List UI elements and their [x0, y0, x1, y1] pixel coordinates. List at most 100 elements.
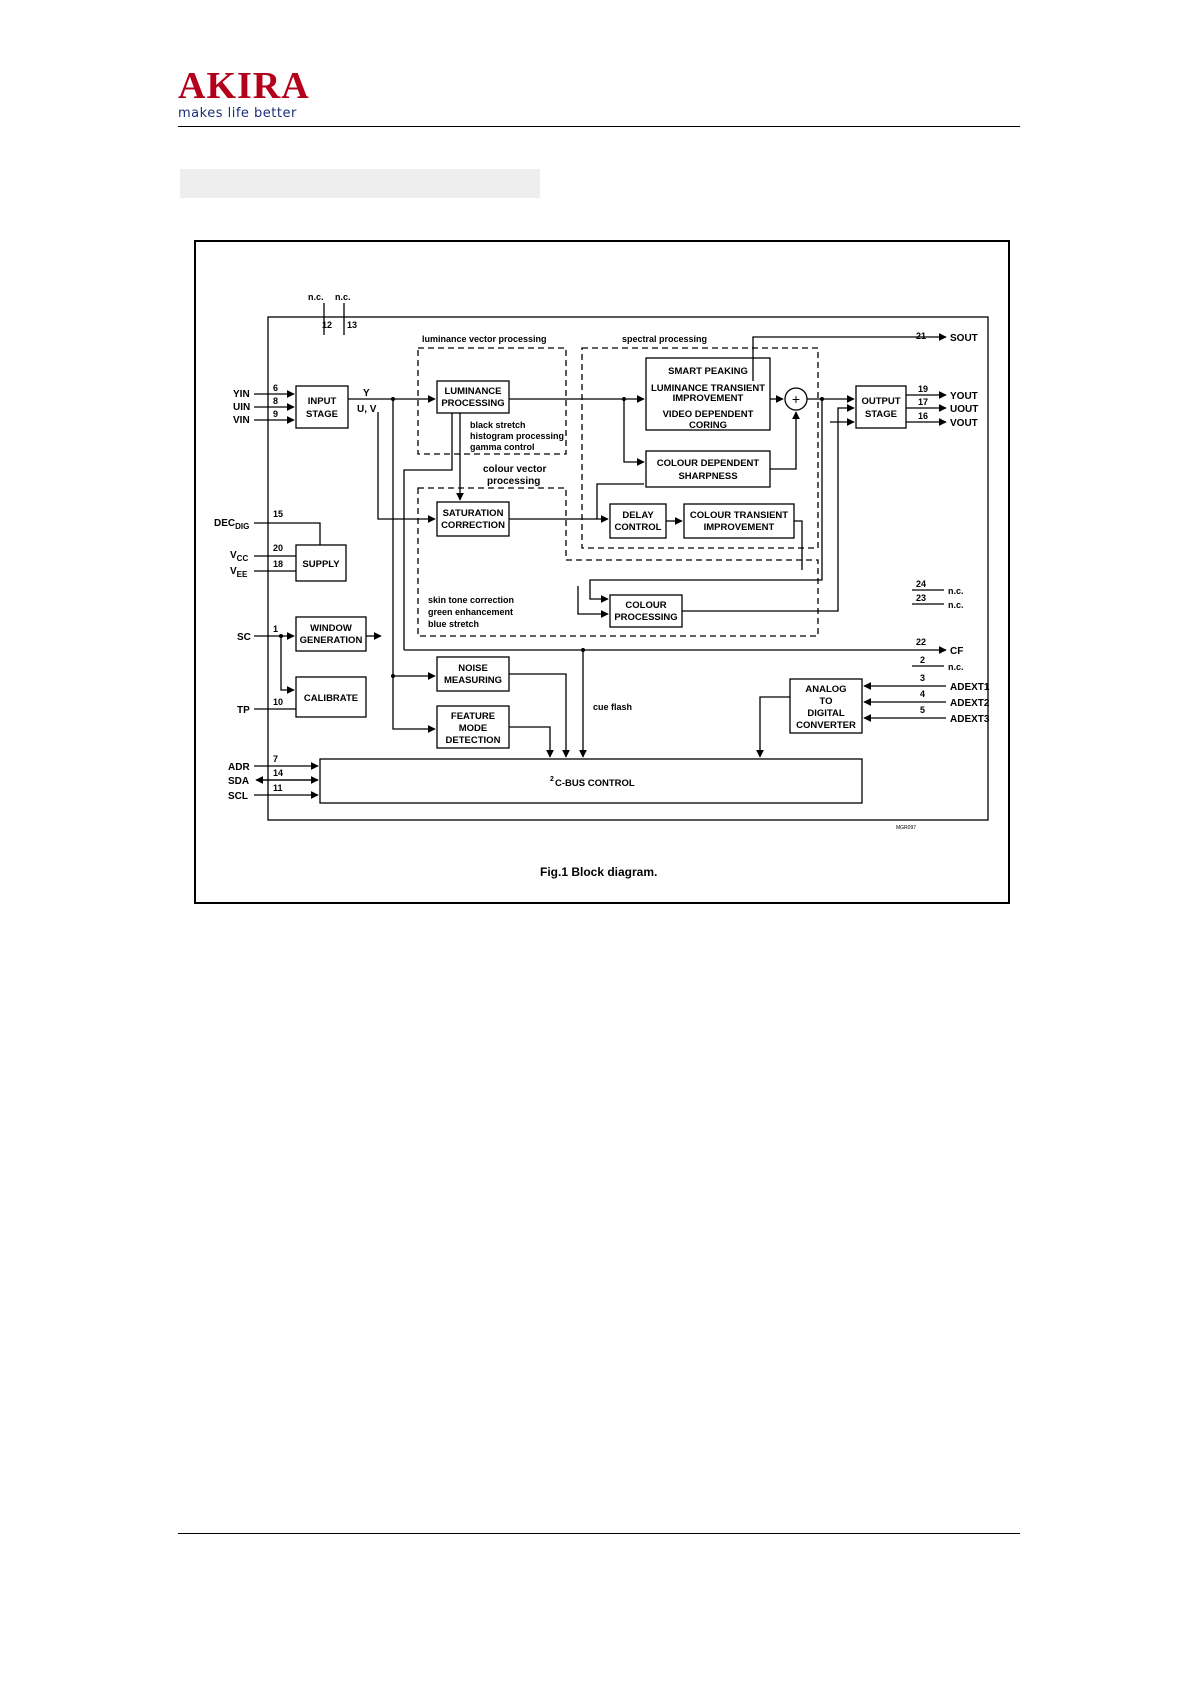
block-luminance-processing — [436, 380, 510, 414]
label-colour-group-2: processing — [487, 476, 540, 487]
pin-adr: ADR — [228, 762, 250, 773]
pin-sda: SDA — [228, 776, 249, 787]
block-adc-line2: TO — [819, 696, 832, 707]
block-i2c-bus-control — [319, 758, 863, 804]
pin-uin: UIN — [233, 402, 250, 413]
adder-symbol: + — [792, 391, 800, 407]
block-smart-peaking: SMART PEAKING — [668, 366, 748, 377]
block-lti-line1: LUMINANCE TRANSIENT — [651, 383, 765, 394]
block-adc-line1: ANALOG — [805, 684, 846, 695]
pin-nc-top-2: n.c. — [335, 292, 351, 302]
signal-cue-flash: cue flash — [593, 702, 632, 712]
block-cti-line2: IMPROVEMENT — [704, 522, 775, 533]
pin-uout: UOUT — [950, 404, 978, 415]
pin-sout: SOUT — [950, 333, 978, 344]
pin-number-18: 18 — [273, 559, 283, 569]
block-fmd-line2: MODE — [459, 723, 488, 734]
pin-nc-23: n.c. — [948, 600, 964, 610]
pin-number-4: 4 — [920, 689, 925, 699]
group-luminance-vector — [417, 347, 567, 455]
block-input-stage-line1: INPUT — [308, 396, 337, 407]
block-output-line1: OUTPUT — [861, 396, 900, 407]
pin-number-3: 3 — [920, 673, 925, 683]
block-delay-control — [609, 503, 667, 539]
pin-nc-top-1: n.c. — [308, 292, 324, 302]
block-output-stage — [855, 385, 907, 429]
group-colour-vector — [417, 487, 819, 637]
note-green-enhancement: green enhancement — [428, 607, 513, 617]
pin-adext2: ADEXT2 — [950, 698, 990, 709]
block-adc — [789, 678, 863, 734]
block-window-generation — [295, 616, 367, 652]
pin-number-15: 15 — [273, 509, 283, 519]
pin-number-5: 5 — [920, 705, 925, 715]
block-adc-line4: CONVERTER — [796, 720, 856, 731]
figure-caption: Fig.1 Block diagram. — [540, 865, 657, 879]
i2c-superscript: 2 — [550, 776, 554, 783]
signal-y: Y — [363, 388, 370, 399]
block-nm-line1: NOISE — [458, 663, 488, 674]
pin-number-7: 7 — [273, 754, 278, 764]
pin-vcc: VCC — [230, 550, 248, 563]
pin-number-20: 20 — [273, 543, 283, 553]
block-calibrate — [295, 676, 367, 718]
pin-nc-24: n.c. — [948, 586, 964, 596]
block-delay-line1: DELAY — [622, 510, 654, 521]
block-luminance-line2: PROCESSING — [441, 398, 504, 409]
pin-sc: SC — [237, 632, 251, 643]
block-cds-line1: COLOUR DEPENDENT — [657, 458, 760, 469]
logo-tagline: makes life better — [178, 106, 297, 121]
note-black-stretch: black stretch — [470, 420, 526, 430]
block-output-line2: STAGE — [865, 409, 897, 420]
block-wg-line1: WINDOW — [310, 623, 352, 634]
pin-number-11: 11 — [273, 783, 283, 793]
block-cp-line1: COLOUR — [625, 600, 666, 611]
figure-frame — [194, 240, 1010, 904]
pin-vout: VOUT — [950, 418, 978, 429]
note-gamma: gamma control — [470, 442, 535, 452]
pin-adext3: ADEXT3 — [950, 714, 990, 725]
pin-tp: TP — [237, 705, 250, 716]
note-histogram: histogram processing — [470, 431, 564, 441]
block-colour-dependent-sharpness — [645, 450, 771, 488]
chip-outline — [267, 316, 989, 821]
block-input-stage-line2: STAGE — [306, 409, 338, 420]
group-spectral — [581, 347, 819, 549]
pin-number-24: 24 — [916, 579, 926, 589]
pin-number-23: 23 — [916, 593, 926, 603]
block-colour-processing — [609, 594, 683, 628]
pin-number-1: 1 — [273, 624, 278, 634]
pin-number-21: 21 — [916, 331, 926, 341]
pin-number-6: 6 — [273, 383, 278, 393]
block-cds-line2: SHARPNESS — [678, 471, 737, 482]
pin-number-19: 19 — [918, 384, 928, 394]
block-input-stage — [295, 385, 349, 429]
pin-number-16: 16 — [918, 411, 928, 421]
i2c-label: C-BUS CONTROL — [555, 778, 635, 789]
block-luminance-line1: LUMINANCE — [445, 386, 502, 397]
pin-vee: VEE — [230, 566, 248, 579]
header-rule — [178, 126, 1020, 127]
label-spectral-group: spectral processing — [622, 334, 707, 344]
block-nm-line2: MEASURING — [444, 675, 502, 686]
pin-number-2: 2 — [920, 655, 925, 665]
block-adc-line3: DIGITAL — [807, 708, 844, 719]
pin-nc-2: n.c. — [948, 662, 964, 672]
pin-number-12: 12 — [322, 320, 332, 330]
note-blue-stretch: blue stretch — [428, 619, 479, 629]
block-wg-line2: GENERATION — [300, 635, 363, 646]
block-supply — [295, 544, 347, 582]
label-luminance-group: luminance vector processing — [422, 334, 547, 344]
block-vdc-line2: CORING — [689, 420, 727, 431]
block-spectral — [645, 357, 771, 431]
pin-vin: VIN — [233, 415, 250, 426]
block-delay-line2: CONTROL — [615, 522, 662, 533]
pin-yout: YOUT — [950, 391, 978, 402]
pin-number-8: 8 — [273, 396, 278, 406]
logo-wordmark: AKIRA — [178, 65, 310, 107]
section-heading-bar — [180, 169, 540, 198]
block-fmd-line1: FEATURE — [451, 711, 495, 722]
pin-number-13: 13 — [347, 320, 357, 330]
block-sat-line1: SATURATION — [443, 508, 504, 519]
